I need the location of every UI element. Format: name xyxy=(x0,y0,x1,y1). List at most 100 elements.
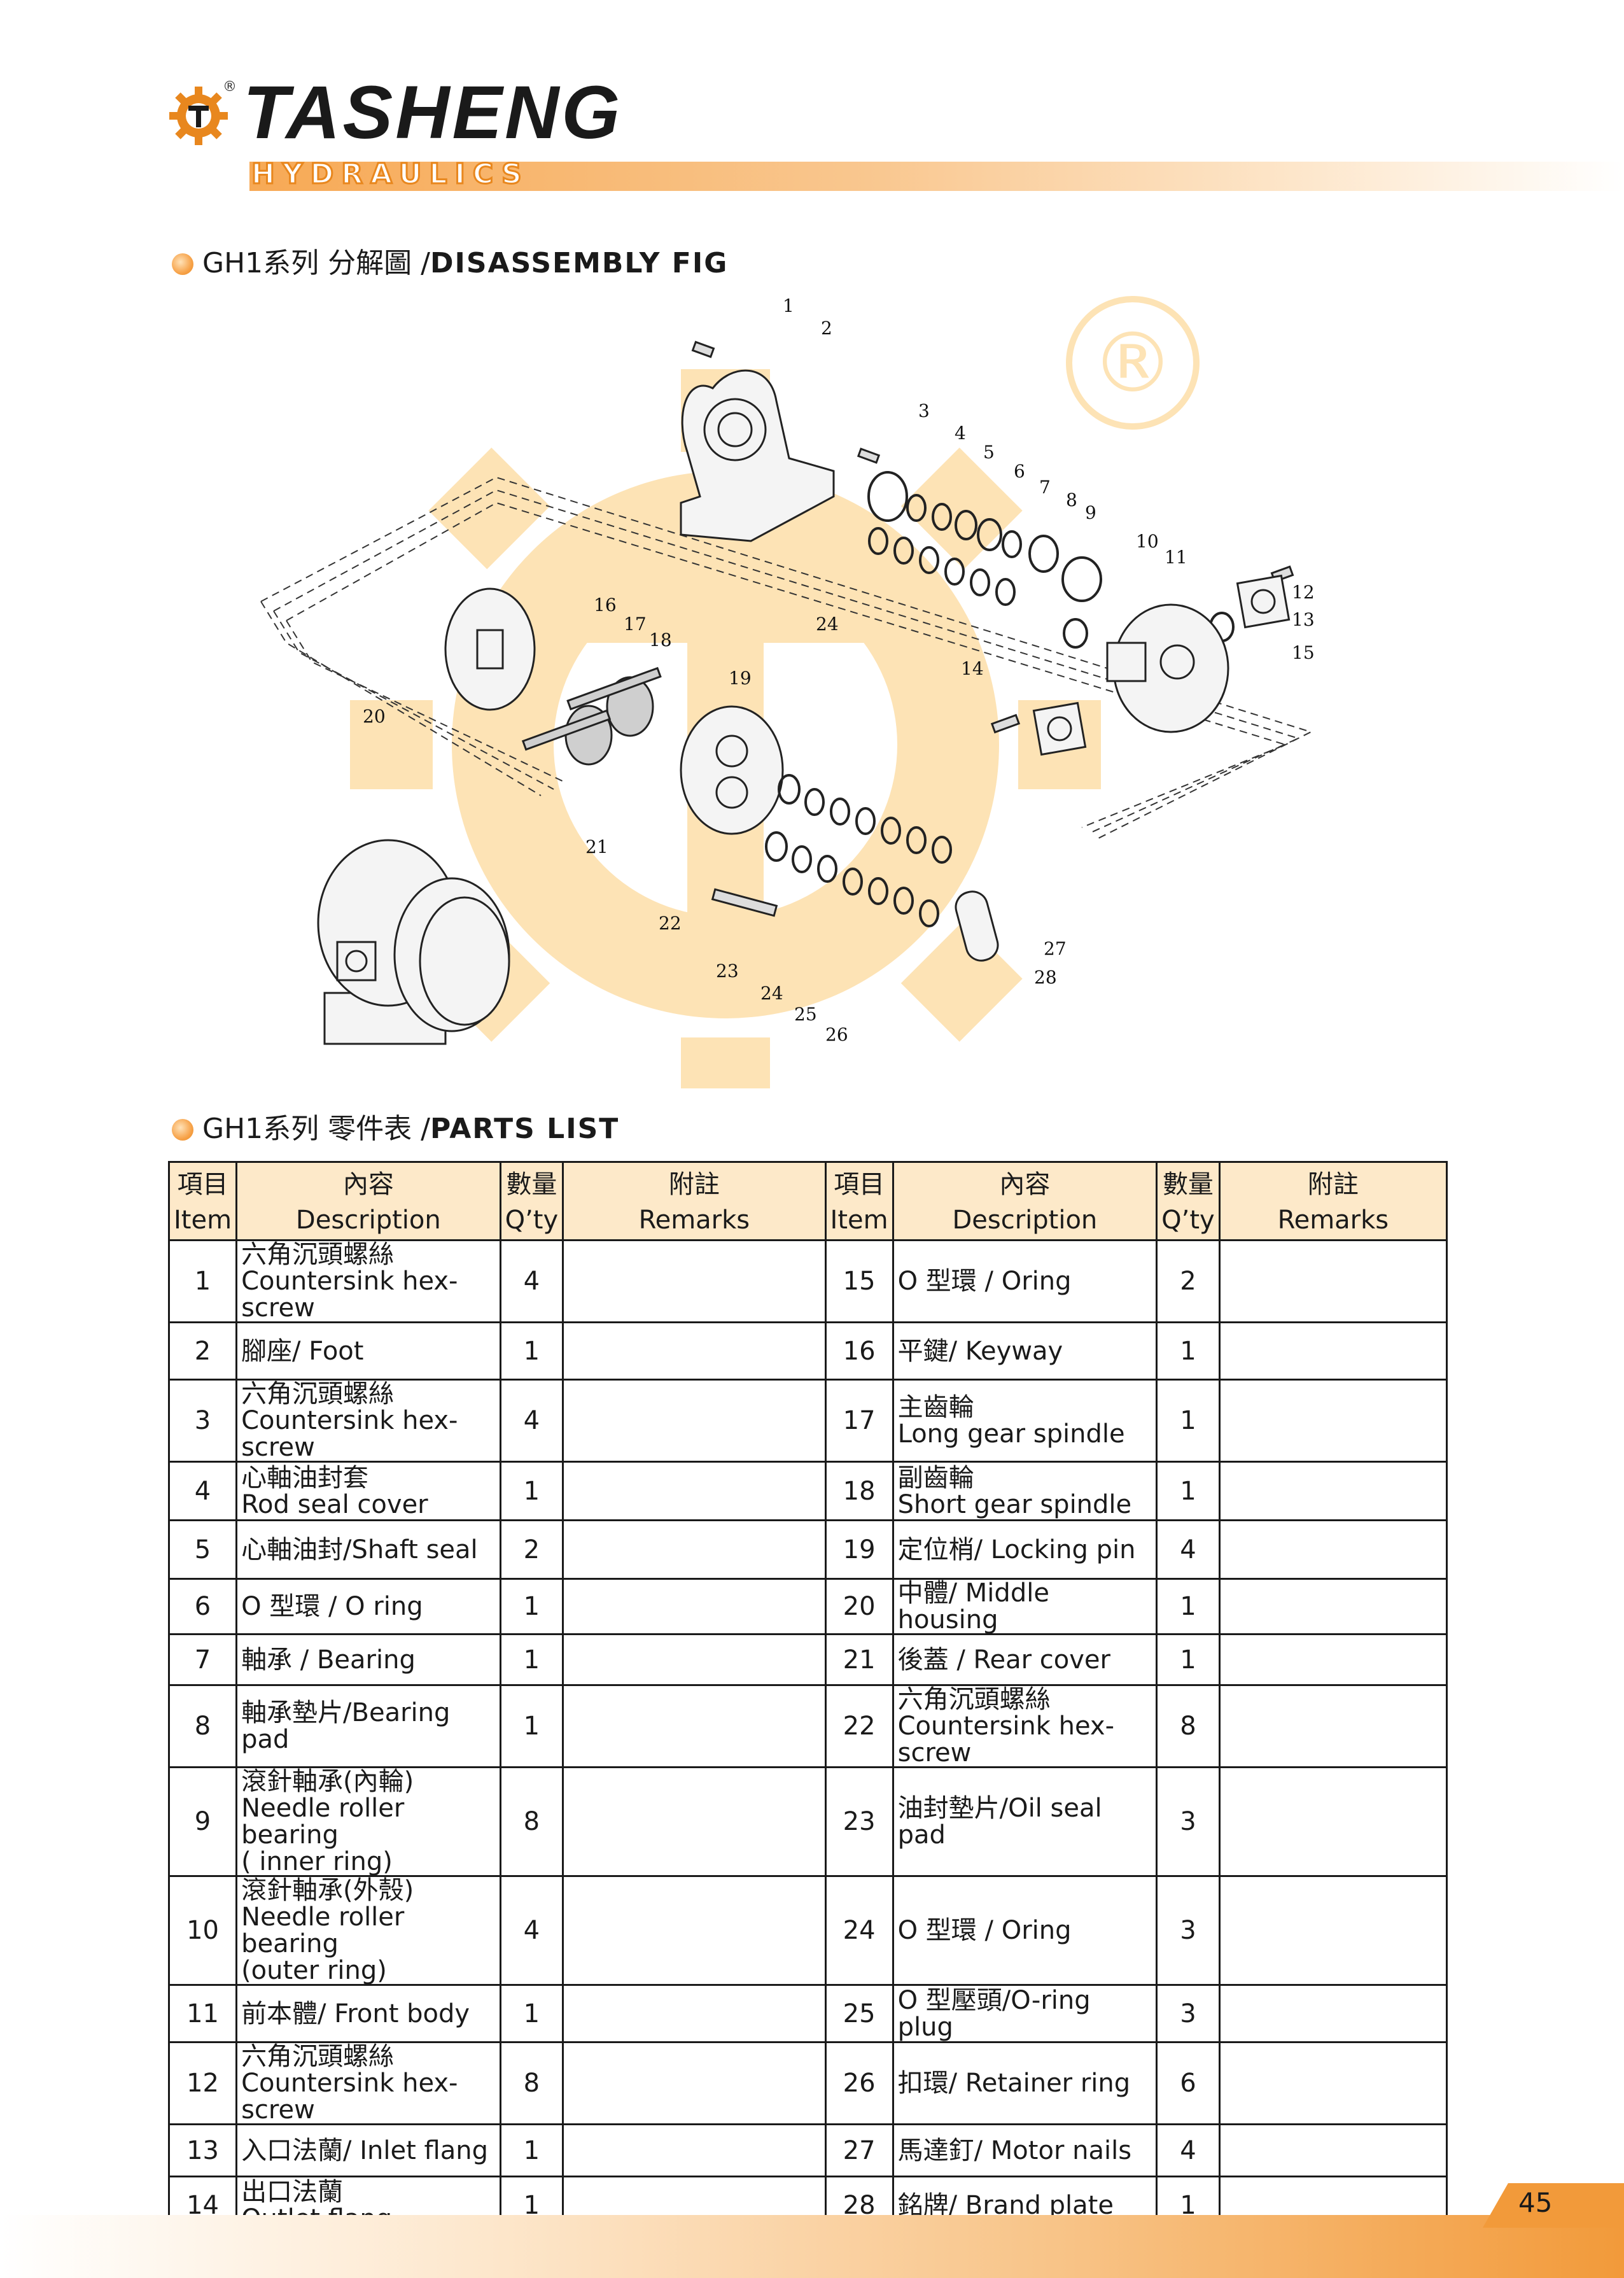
quantity-cell: 1 xyxy=(499,1684,564,1768)
callout-6: 6 xyxy=(1014,461,1025,482)
bullet-icon xyxy=(172,253,193,275)
description-en: 心軸油封/Shaft seal xyxy=(241,1535,478,1564)
quantity-cell: 1 xyxy=(499,2123,564,2177)
item-number-cell: 21 xyxy=(824,1633,894,1686)
col-item-en: Item xyxy=(167,1201,238,1241)
description-en: Countersink hex-screw xyxy=(241,2069,458,2125)
item-number-cell: 16 xyxy=(824,1321,894,1381)
quantity-cell: 8 xyxy=(499,2041,564,2125)
item-number-cell: 20 xyxy=(824,1578,894,1635)
col-remarks-en: Remarks xyxy=(1218,1201,1448,1241)
remarks-cell xyxy=(562,2041,827,2125)
description-cell: 軸承 / Bearing xyxy=(235,1633,501,1686)
description-cn: 滾針軸承(外殼) xyxy=(241,1876,414,1905)
remarks-cell xyxy=(562,1875,827,1986)
disassembly-figure: ® xyxy=(260,295,1315,1088)
description-cn: 心軸油封套 xyxy=(241,1463,369,1493)
callout-5: 5 xyxy=(983,442,995,463)
registered-mark: ® xyxy=(223,79,237,95)
remarks-cell xyxy=(1218,1321,1448,1381)
brand-name: TASHENG xyxy=(243,71,623,155)
description-cell: 滾針軸承(內輪)Needle roller bearing( inner rin… xyxy=(235,1766,501,1877)
description-en: O 型環 / O ring xyxy=(241,1592,423,1621)
middle-housing-icon xyxy=(444,587,536,711)
description-en: ( inner ring) xyxy=(241,1847,393,1876)
description-cn: 六角沉頭螺絲 xyxy=(241,1240,395,1269)
description-en: Long gear spindle xyxy=(897,1419,1125,1449)
brand-plate-icon xyxy=(955,890,999,962)
foot-bracket-icon xyxy=(680,369,835,542)
description-en: 軸承墊片/Bearing pad xyxy=(241,1698,451,1754)
remarks-cell xyxy=(1218,1379,1448,1463)
item-number-cell: 15 xyxy=(824,1239,894,1323)
col-item-cn: 項目 xyxy=(824,1161,894,1201)
remarks-cell xyxy=(562,1633,827,1686)
remarks-cell xyxy=(562,1984,827,2043)
callout-7: 7 xyxy=(1039,477,1051,498)
item-number-cell: 3 xyxy=(167,1379,238,1463)
callout-3: 3 xyxy=(918,400,930,421)
remarks-cell xyxy=(562,1379,827,1463)
item-number-cell: 23 xyxy=(824,1766,894,1877)
description-cn: 主齒輪 xyxy=(897,1393,974,1422)
disassembly-heading-en: DISASSEMBLY FIG xyxy=(430,247,729,279)
remarks-cell xyxy=(562,1461,827,1521)
remarks-cell xyxy=(1218,1633,1448,1686)
remarks-cell xyxy=(1218,2123,1448,2177)
item-number-cell: 13 xyxy=(167,2123,238,2177)
description-cell: 滾針軸承(外殼)Needle roller bearing(outer ring… xyxy=(235,1875,501,1986)
col-qty-en: Q’ty xyxy=(499,1201,564,1241)
remarks-cell xyxy=(562,1766,827,1877)
callout-10: 10 xyxy=(1136,531,1159,552)
footer-band xyxy=(0,2215,1624,2278)
callout-13: 13 xyxy=(1292,609,1315,630)
remarks-cell xyxy=(562,2123,827,2177)
quantity-cell: 1 xyxy=(499,1984,564,2043)
quantity-cell: 4 xyxy=(1156,1519,1221,1580)
gear-spindle-icon xyxy=(521,666,662,766)
item-number-cell: 5 xyxy=(167,1519,238,1580)
item-number-cell: 25 xyxy=(824,1984,894,2043)
description-cell: 後蓋 / Rear cover xyxy=(892,1633,1158,1686)
description-cell: 油封墊片/Oil seal pad xyxy=(892,1766,1158,1877)
col-desc-en: Description xyxy=(235,1201,501,1241)
description-cn: 六角沉頭螺絲 xyxy=(897,1685,1051,1714)
quantity-cell: 8 xyxy=(1156,1684,1221,1768)
parts-heading: GH1系列 零件表 /PARTS LIST xyxy=(172,1115,619,1143)
description-en: Short gear spindle xyxy=(897,1489,1132,1519)
outlet-flange-icon xyxy=(1032,701,1087,756)
header-row-cn: 項目 內容 數量 附註 項目 內容 數量 附註 xyxy=(167,1161,1448,1201)
remarks-cell xyxy=(1218,1519,1448,1580)
description-en: 馬達釘/ Motor nails xyxy=(897,2135,1132,2165)
description-cn: 滾針軸承(內輪) xyxy=(241,1767,414,1796)
callout-14: 14 xyxy=(961,658,984,679)
description-cell: O 型環 / Oring xyxy=(892,1239,1158,1323)
callout-9: 9 xyxy=(1085,502,1096,523)
callout-25: 25 xyxy=(794,1004,817,1025)
description-en: O 型環 / Oring xyxy=(897,1916,1072,1945)
callout-23: 23 xyxy=(716,960,739,981)
item-number-cell: 10 xyxy=(167,1875,238,1986)
description-cell: 定位梢/ Locking pin xyxy=(892,1519,1158,1580)
quantity-cell: 4 xyxy=(499,1379,564,1463)
callout-18: 18 xyxy=(649,629,672,650)
callout-15: 15 xyxy=(1292,642,1315,663)
callout-labels: 1 2 3 4 5 6 7 8 9 10 11 12 13 14 15 16 1… xyxy=(363,295,1315,1045)
callout-28: 28 xyxy=(1034,967,1057,988)
col-desc-cn: 內容 xyxy=(235,1161,501,1201)
description-en: Needle roller bearing xyxy=(241,1794,405,1850)
quantity-cell: 2 xyxy=(1156,1239,1221,1323)
description-en: 軸承 / Bearing xyxy=(241,1645,416,1675)
callout-11: 11 xyxy=(1165,547,1187,568)
